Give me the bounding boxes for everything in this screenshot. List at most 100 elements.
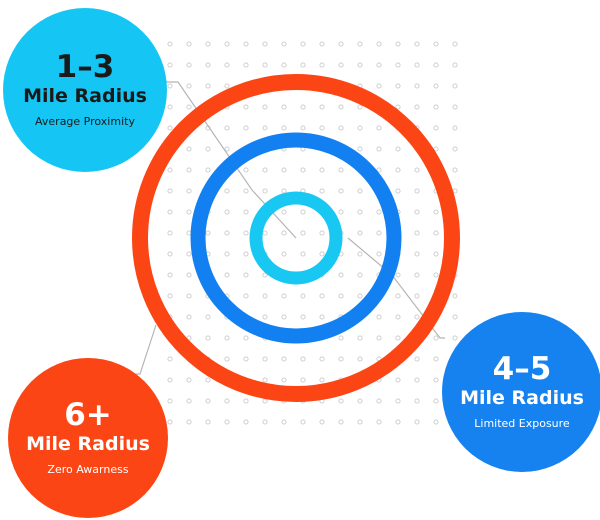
grid-dot <box>186 104 192 110</box>
grid-dot <box>262 356 268 362</box>
callout-far-range: 6+ <box>64 397 112 433</box>
grid-dot <box>186 314 192 320</box>
grid-dot <box>300 230 306 236</box>
grid-dot <box>281 167 287 173</box>
grid-dot <box>376 83 382 89</box>
grid-dot <box>357 272 363 278</box>
grid-dot <box>281 377 287 383</box>
grid-dot <box>281 419 287 425</box>
grid-dot <box>300 377 306 383</box>
grid-dot <box>414 251 420 257</box>
grid-dot <box>357 62 363 68</box>
grid-dot <box>357 335 363 341</box>
grid-dot <box>395 62 401 68</box>
connector-line-near <box>165 81 297 239</box>
grid-dot <box>395 104 401 110</box>
grid-dot <box>414 104 420 110</box>
grid-dot <box>395 398 401 404</box>
grid-dot <box>224 251 230 257</box>
grid-dot <box>167 377 173 383</box>
grid-dot <box>338 167 344 173</box>
grid-dot <box>414 377 420 383</box>
grid-dot <box>319 230 325 236</box>
grid-dot <box>224 272 230 278</box>
grid-dot <box>395 146 401 152</box>
grid-dot <box>452 62 458 68</box>
grid-dot <box>243 398 249 404</box>
grid-dot <box>243 125 249 131</box>
grid-dot <box>452 314 458 320</box>
grid-dot <box>262 188 268 194</box>
grid-dot <box>433 398 439 404</box>
grid-dot <box>281 251 287 257</box>
grid-dot <box>262 167 268 173</box>
grid-dot <box>319 356 325 362</box>
grid-dot <box>262 377 268 383</box>
grid-dot <box>357 356 363 362</box>
grid-dot <box>357 146 363 152</box>
grid-dot <box>224 188 230 194</box>
grid-dot <box>186 62 192 68</box>
grid-dot <box>186 188 192 194</box>
grid-dot <box>243 230 249 236</box>
grid-dot <box>243 104 249 110</box>
grid-dot <box>262 125 268 131</box>
grid-dot <box>205 83 211 89</box>
grid-dot <box>167 398 173 404</box>
grid-dot <box>205 335 211 341</box>
grid-dot <box>338 293 344 299</box>
grid-dot <box>224 398 230 404</box>
callout-far-radius: 6+ Mile Radius Zero Awarness <box>8 358 168 518</box>
grid-dot <box>452 167 458 173</box>
grid-dot <box>319 125 325 131</box>
grid-dot <box>243 41 249 47</box>
grid-dot <box>262 293 268 299</box>
grid-dot <box>376 335 382 341</box>
grid-dot <box>243 335 249 341</box>
grid-dot <box>186 167 192 173</box>
grid-dot <box>395 377 401 383</box>
grid-dot <box>433 419 439 425</box>
grid-dot <box>376 398 382 404</box>
grid-dot <box>338 62 344 68</box>
grid-dot <box>243 419 249 425</box>
grid-dot <box>376 167 382 173</box>
grid-dot <box>167 293 173 299</box>
grid-dot <box>167 104 173 110</box>
grid-dot <box>281 62 287 68</box>
grid-dot <box>167 125 173 131</box>
grid-dot <box>433 62 439 68</box>
grid-dot <box>224 146 230 152</box>
grid-dot <box>262 41 268 47</box>
callout-near-unit: Mile Radius <box>23 85 147 107</box>
grid-dot <box>243 209 249 215</box>
grid-dot <box>281 230 287 236</box>
callout-mid-unit: Mile Radius <box>460 387 584 409</box>
grid-dot <box>452 335 458 341</box>
grid-dot <box>338 41 344 47</box>
grid-dot <box>186 230 192 236</box>
grid-dot <box>319 62 325 68</box>
grid-dot <box>338 356 344 362</box>
grid-dot <box>433 356 439 362</box>
grid-dot <box>186 377 192 383</box>
grid-dot <box>224 335 230 341</box>
grid-dot <box>319 188 325 194</box>
grid-dot <box>433 272 439 278</box>
grid-dot <box>281 314 287 320</box>
grid-dot <box>243 293 249 299</box>
callout-mid-radius: 4–5 Mile Radius Limited Exposure <box>442 312 600 472</box>
grid-dot <box>300 293 306 299</box>
grid-dot <box>338 398 344 404</box>
callout-near-range: 1–3 <box>55 49 115 85</box>
grid-dot <box>300 125 306 131</box>
grid-dot <box>338 209 344 215</box>
grid-dot <box>281 188 287 194</box>
grid-dot <box>186 398 192 404</box>
grid-dot <box>224 62 230 68</box>
grid-dot <box>452 83 458 89</box>
grid-dot <box>376 230 382 236</box>
grid-dot <box>186 293 192 299</box>
grid-dot <box>205 230 211 236</box>
